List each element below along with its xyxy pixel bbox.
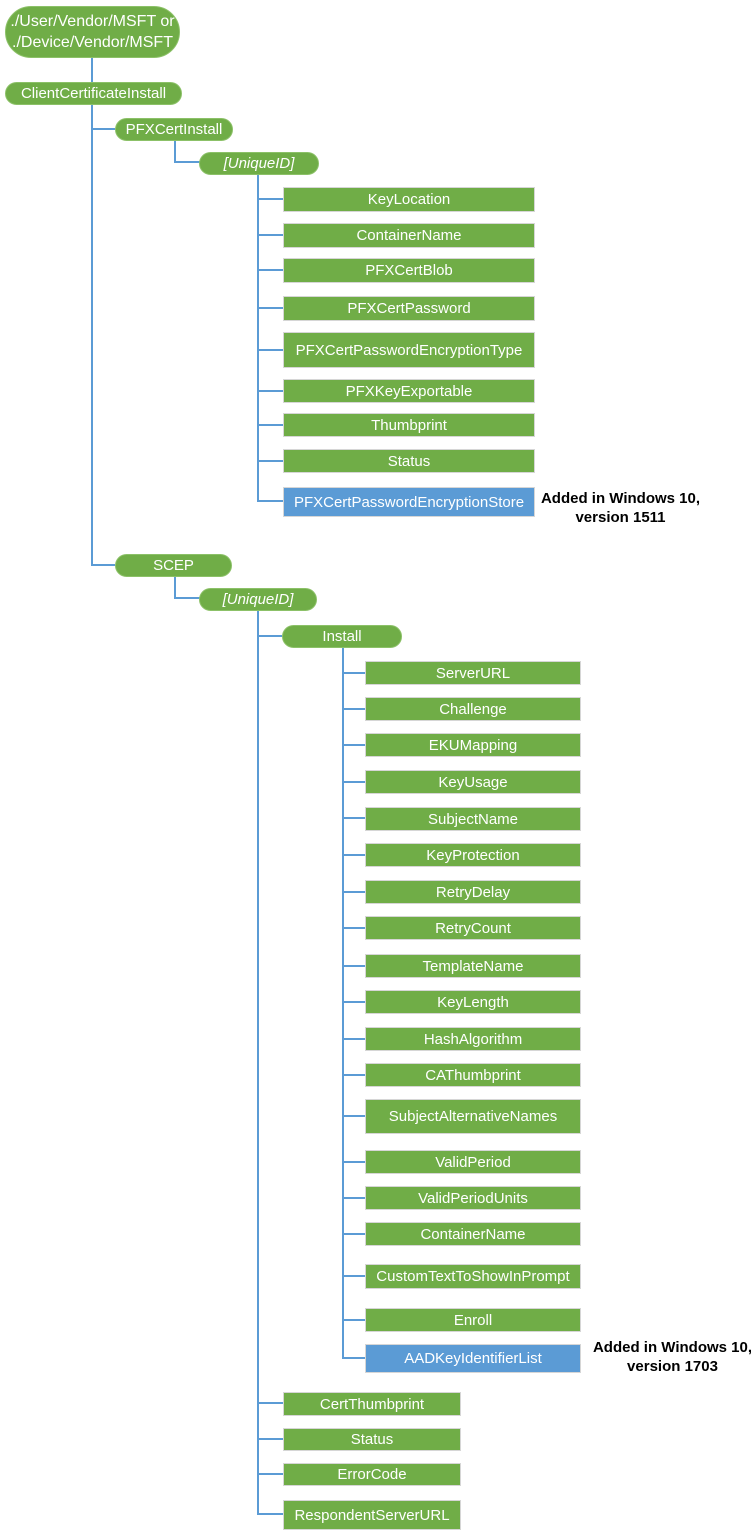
connector-line [257,635,282,637]
annotation-line1: Added in Windows 10, [592,1339,751,1356]
annotation-line2: version 1703 [627,1358,718,1375]
node-containername: ContainerName [283,223,535,248]
connector-line [91,105,93,566]
connector-line [342,891,365,893]
node-subjectalternativenames: SubjectAlternativeNames [365,1099,581,1134]
node-cathumbprint: CAThumbprint [365,1063,581,1087]
connector-line [342,708,365,710]
root-path-line2: ./Device/Vendor/MSFT [12,34,173,51]
node-customtexttoshowinprompt: CustomTextToShowInPrompt [365,1264,581,1289]
node-keyusage: KeyUsage [365,770,581,794]
node-pfxcertpassword: PFXCertPassword [283,296,535,321]
node-thumbprint: Thumbprint [283,413,535,437]
annotation-line1: Added in Windows 10, [540,490,701,507]
node-challenge: Challenge [365,697,581,721]
node-pfxcertinstall: PFXCertInstall [115,118,233,141]
connector-line [342,1197,365,1199]
connector-line [91,128,115,130]
node-keylength: KeyLength [365,990,581,1014]
connector-line [342,744,365,746]
node-install: Install [282,625,402,648]
connector-line [342,817,365,819]
connector-line [342,1319,365,1321]
node-pfxcertpasswordencryptionstore: PFXCertPasswordEncryptionStore [283,487,535,517]
connector-line [342,1233,365,1235]
connector-line [257,234,283,236]
node-pfxkeyexportable: PFXKeyExportable [283,379,535,403]
node-keylocation: KeyLocation [283,187,535,212]
annotation-line2: version 1511 [575,509,666,526]
node-subjectname: SubjectName [365,807,581,831]
node-hashalgorithm: HashAlgorithm [365,1027,581,1051]
node-aadkeyidentifierlist: AADKeyIdentifierList [365,1344,581,1373]
node-validperiodunits: ValidPeriodUnits [365,1186,581,1210]
connector-line [342,781,365,783]
node-scep: SCEP [115,554,232,577]
connector-line [257,1402,283,1404]
node-status-scep: Status [283,1428,461,1451]
connector-line [257,1438,283,1440]
connector-line [342,854,365,856]
node-respondentserverurl: RespondentServerURL [283,1500,461,1530]
connector-line [257,307,283,309]
node-retrycount: RetryCount [365,916,581,940]
connector-line [257,198,283,200]
connector-line [342,927,365,929]
connector-line [174,141,176,163]
connector-line [257,1513,283,1515]
node-containername-scep: ContainerName [365,1222,581,1246]
connector-line [174,577,176,599]
connector-line [342,648,344,1358]
node-errorcode: ErrorCode [283,1463,461,1486]
connector-line [91,58,93,82]
annotation-version-1703: Added in Windows 10, version 1703 [585,1338,751,1376]
node-retrydelay: RetryDelay [365,880,581,904]
connector-line [174,161,200,163]
connector-line [342,1038,365,1040]
node-pfxcertblob: PFXCertBlob [283,258,535,283]
connector-line [257,269,283,271]
node-serverurl: ServerURL [365,661,581,685]
node-scep-uniqueid: [UniqueID] [199,588,317,611]
connector-line [257,500,283,502]
node-ekumapping: EKUMapping [365,733,581,757]
connector-line [342,672,365,674]
connector-line [342,1001,365,1003]
connector-line [91,564,115,566]
connector-line [342,1275,365,1277]
connector-line [342,1161,365,1163]
connector-line [257,424,283,426]
connector-line [342,1074,365,1076]
connector-line [257,349,283,351]
node-templatename: TemplateName [365,954,581,978]
node-certthumbprint: CertThumbprint [283,1392,461,1416]
connector-line [342,1115,365,1117]
node-clientcertificateinstall: ClientCertificateInstall [5,82,182,105]
connector-line [257,611,259,1515]
connector-line [174,597,200,599]
annotation-version-1511: Added in Windows 10, version 1511 [533,489,708,527]
connector-line [342,965,365,967]
connector-line [342,1357,365,1359]
connector-line [257,175,259,502]
connector-line [257,390,283,392]
connector-line [257,1473,283,1475]
connector-line [257,460,283,462]
node-status-pfx: Status [283,449,535,473]
node-keyprotection: KeyProtection [365,843,581,867]
node-pfxcertpasswordencryptiontype: PFXCertPasswordEncryptionType [283,332,535,368]
root-path-line1: ./User/Vendor/MSFT or [10,13,175,30]
node-enroll: Enroll [365,1308,581,1332]
node-validperiod: ValidPeriod [365,1150,581,1174]
node-root-path: ./User/Vendor/MSFT or ./Device/Vendor/MS… [5,6,180,58]
node-pfx-uniqueid: [UniqueID] [199,152,319,175]
